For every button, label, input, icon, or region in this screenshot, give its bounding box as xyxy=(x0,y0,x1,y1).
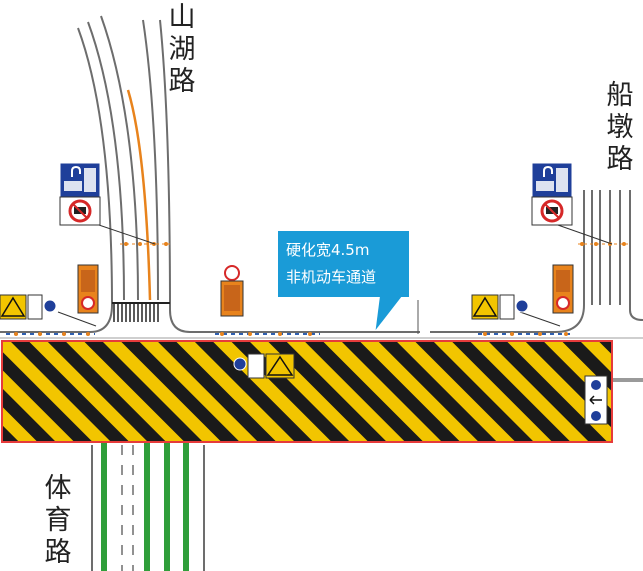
callout-width-text: 硬化宽4.5m xyxy=(286,241,370,259)
workers-icon xyxy=(266,355,294,376)
construction-closure-zone xyxy=(1,340,613,443)
no-truck-sign-right xyxy=(531,196,573,226)
no-entry-icon xyxy=(556,296,570,310)
workers-icon xyxy=(472,296,498,317)
roadwork-notice-left xyxy=(77,264,99,314)
roadwork-notice-right xyxy=(552,264,574,314)
shanhu-stop-line xyxy=(113,303,159,322)
no-truck-sign-left xyxy=(59,196,101,226)
construction-warning-center xyxy=(233,353,295,379)
chuandun-road-lines xyxy=(430,190,643,333)
construction-warning-left xyxy=(0,294,57,320)
no-entry-icon xyxy=(81,296,95,310)
tiyu-road-lines xyxy=(91,440,205,571)
uturn-sign-left xyxy=(59,162,101,198)
uturn-sign-right xyxy=(531,162,573,198)
no-entry-icon xyxy=(224,265,240,281)
keep-right-icon xyxy=(233,357,247,371)
callout-box: 硬化宽4.5m 非机动车通道 xyxy=(278,231,409,297)
shanhu-road-label: 山湖路 xyxy=(168,2,196,97)
direction-sign-east xyxy=(584,375,608,425)
keep-right-icon xyxy=(43,299,57,313)
tiyu-road-label: 体育路 xyxy=(44,473,72,568)
u-turn-arrow-icon xyxy=(543,165,553,177)
sign-leaders xyxy=(57,223,613,327)
shanhu-road-lines xyxy=(0,15,420,333)
construction-warning-right xyxy=(471,294,529,320)
u-turn-arrow-icon xyxy=(71,165,81,177)
workers-icon xyxy=(0,296,26,317)
shanhu-orange-lane-line xyxy=(126,89,152,301)
arrow-left-icon xyxy=(589,395,602,405)
callout-lane-text: 非机动车通道 xyxy=(286,268,377,286)
keep-right-icon xyxy=(515,299,529,313)
chuandun-road-label: 船墩路 xyxy=(606,80,634,175)
roadwork-notice-center xyxy=(220,265,244,317)
